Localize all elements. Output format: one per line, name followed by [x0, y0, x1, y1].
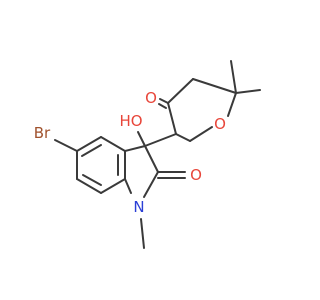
- bond: [124, 145, 146, 152]
- bond: [144, 133, 177, 147]
- bond: [175, 133, 191, 142]
- bond: [192, 78, 237, 94]
- bond: [82, 174, 102, 186]
- ketone-oxygen-label: O: [145, 89, 157, 107]
- bond: [143, 171, 159, 198]
- bromine-label: Br: [34, 124, 51, 142]
- molecule-structure-diagram: Br HO O O O N: [34, 60, 261, 249]
- bond: [76, 178, 102, 194]
- atom-labels: Br HO O O O N: [34, 89, 226, 216]
- bond: [158, 103, 167, 109]
- bond: [167, 78, 194, 104]
- bond: [124, 178, 132, 194]
- nitrogen-label: N: [133, 198, 144, 216]
- bond: [230, 60, 237, 94]
- bond: [159, 98, 169, 104]
- bond: [189, 126, 213, 142]
- bond: [137, 131, 146, 147]
- bond: [144, 145, 159, 173]
- bond: [100, 178, 126, 194]
- bonds: [54, 60, 261, 249]
- ring-oxygen-label: O: [214, 115, 226, 133]
- bond: [235, 89, 261, 94]
- bond: [100, 136, 126, 152]
- hydroxyl-label: HO: [119, 112, 142, 130]
- amide-oxygen-label: O: [190, 166, 202, 184]
- bond: [76, 136, 102, 152]
- bond: [140, 218, 145, 249]
- bond: [167, 102, 177, 135]
- bond: [81, 144, 102, 157]
- bond: [54, 139, 78, 152]
- bond: [227, 92, 237, 117]
